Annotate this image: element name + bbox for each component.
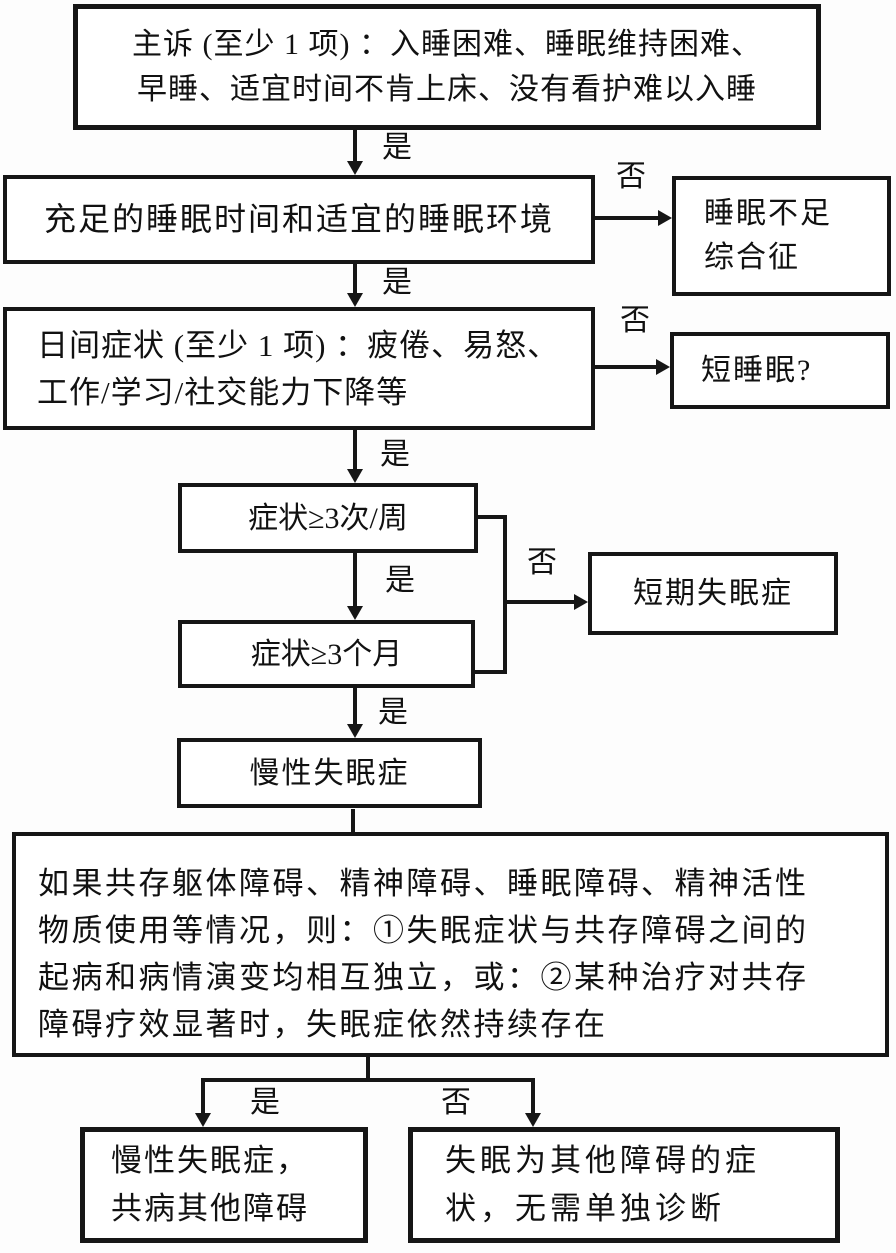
edge-label-no: 否 xyxy=(527,546,557,579)
node-insufficient-sleep-syndrome: 睡眠不足 综合征 xyxy=(672,176,891,296)
node-chief-complaint: 主诉 (至少 1 项) ：入睡困难、睡眠维持困难、 早睡、适宜时间不肯上床、没有… xyxy=(73,4,821,130)
node-text-line: 早睡、适宜时间不肯上床、没有看护难以入睡 xyxy=(137,73,757,106)
connector-line xyxy=(201,1078,535,1082)
node-symptom-duration: 症状≥3个月 xyxy=(178,620,475,688)
connector-line xyxy=(351,809,355,834)
connector-line xyxy=(595,216,658,220)
arrowhead-right-icon xyxy=(574,594,588,610)
node-text-line: 日间症状 (至少 1 项) ：疲倦、易怒、 xyxy=(37,327,560,363)
node-chronic-insomnia-comorbid: 慢性失眠症， 共病其他障碍 xyxy=(80,1127,368,1243)
arrowhead-down-icon xyxy=(525,1113,541,1127)
node-short-sleeper: 短睡眠? xyxy=(670,332,890,409)
node-symptom-frequency: 症状≥3次/周 xyxy=(178,483,478,553)
edge-label-yes: 是 xyxy=(385,564,415,597)
connector-line xyxy=(201,1082,205,1115)
node-text-line: 短睡眠? xyxy=(701,354,813,387)
node-text-line: 慢性失眠症， xyxy=(111,1143,309,1178)
edge-label-no: 否 xyxy=(616,160,646,193)
connector-line xyxy=(475,670,507,674)
node-insomnia-as-symptom: 失眠为其他障碍的症 状，无需单独诊断 xyxy=(408,1127,840,1243)
node-text-line: 主诉 (至少 1 项) ：入睡困难、睡眠维持困难、 xyxy=(132,28,762,61)
connector-line xyxy=(503,515,507,674)
node-text-line: 共病其他障碍 xyxy=(111,1191,309,1226)
arrowhead-down-icon xyxy=(347,161,363,175)
node-text-line: 物质使用等情况，则：①失眠症状与共存障碍之间的 xyxy=(38,913,809,948)
edge-label-no: 否 xyxy=(620,304,650,337)
node-text-line: 睡眠不足 xyxy=(704,197,832,230)
node-comorbid-criteria: 如果共存躯体障碍、精神障碍、睡眠障碍、精神活性 物质使用等情况，则：①失眠症状与… xyxy=(12,832,889,1057)
arrowhead-down-icon xyxy=(195,1113,211,1127)
connector-line xyxy=(503,600,574,604)
connector-line xyxy=(353,130,357,163)
arrowhead-right-icon xyxy=(658,210,672,226)
node-text-line: 工作/学习/社交能力下降等 xyxy=(37,374,409,410)
connector-line xyxy=(353,553,357,607)
node-text-line: 综合征 xyxy=(704,241,800,274)
connector-line xyxy=(366,1057,370,1082)
edge-label-yes: 是 xyxy=(380,438,410,471)
node-chronic-insomnia: 慢性失眠症 xyxy=(177,738,482,808)
node-text-line: 症状≥3个月 xyxy=(250,637,403,671)
node-sleep-time-environment: 充足的睡眠时间和适宜的睡眠环境 xyxy=(3,175,595,264)
connector-line xyxy=(353,264,357,294)
arrowhead-down-icon xyxy=(347,469,363,483)
node-text-line: 如果共存躯体障碍、精神障碍、睡眠障碍、精神活性 xyxy=(38,866,809,901)
arrowhead-down-icon xyxy=(347,724,363,738)
node-text-line: 起病和病情演变均相互独立，或：②某种治疗对共存 xyxy=(38,960,809,995)
edge-label-no: 否 xyxy=(441,1086,471,1119)
connector-line xyxy=(353,430,357,470)
node-text-line: 慢性失眠症 xyxy=(249,756,410,790)
node-text-line: 障碍疗效显著时，失眠症依然持续存在 xyxy=(38,1007,608,1042)
connector-line xyxy=(531,1082,535,1115)
arrowhead-down-icon xyxy=(347,293,363,307)
node-text-line: 症状≥3次/周 xyxy=(248,501,408,535)
node-text-line: 充足的睡眠时间和适宜的睡眠环境 xyxy=(43,201,554,237)
arrowhead-down-icon xyxy=(347,606,363,620)
arrowhead-right-icon xyxy=(656,359,670,375)
node-text-line: 短期失眠症 xyxy=(633,577,793,610)
connector-line xyxy=(595,365,656,369)
edge-label-yes: 是 xyxy=(382,266,412,299)
node-text-line: 状，无需单独诊断 xyxy=(445,1191,725,1226)
connector-line xyxy=(478,515,507,519)
edge-label-yes: 是 xyxy=(250,1086,280,1119)
node-daytime-symptoms: 日间症状 (至少 1 项) ：疲倦、易怒、 工作/学习/社交能力下降等 xyxy=(3,307,595,430)
edge-label-yes: 是 xyxy=(378,696,408,729)
node-text-line: 失眠为其他障碍的症 xyxy=(445,1143,760,1178)
node-short-term-insomnia: 短期失眠症 xyxy=(588,552,838,635)
edge-label-yes: 是 xyxy=(382,131,412,164)
connector-line xyxy=(353,688,357,725)
